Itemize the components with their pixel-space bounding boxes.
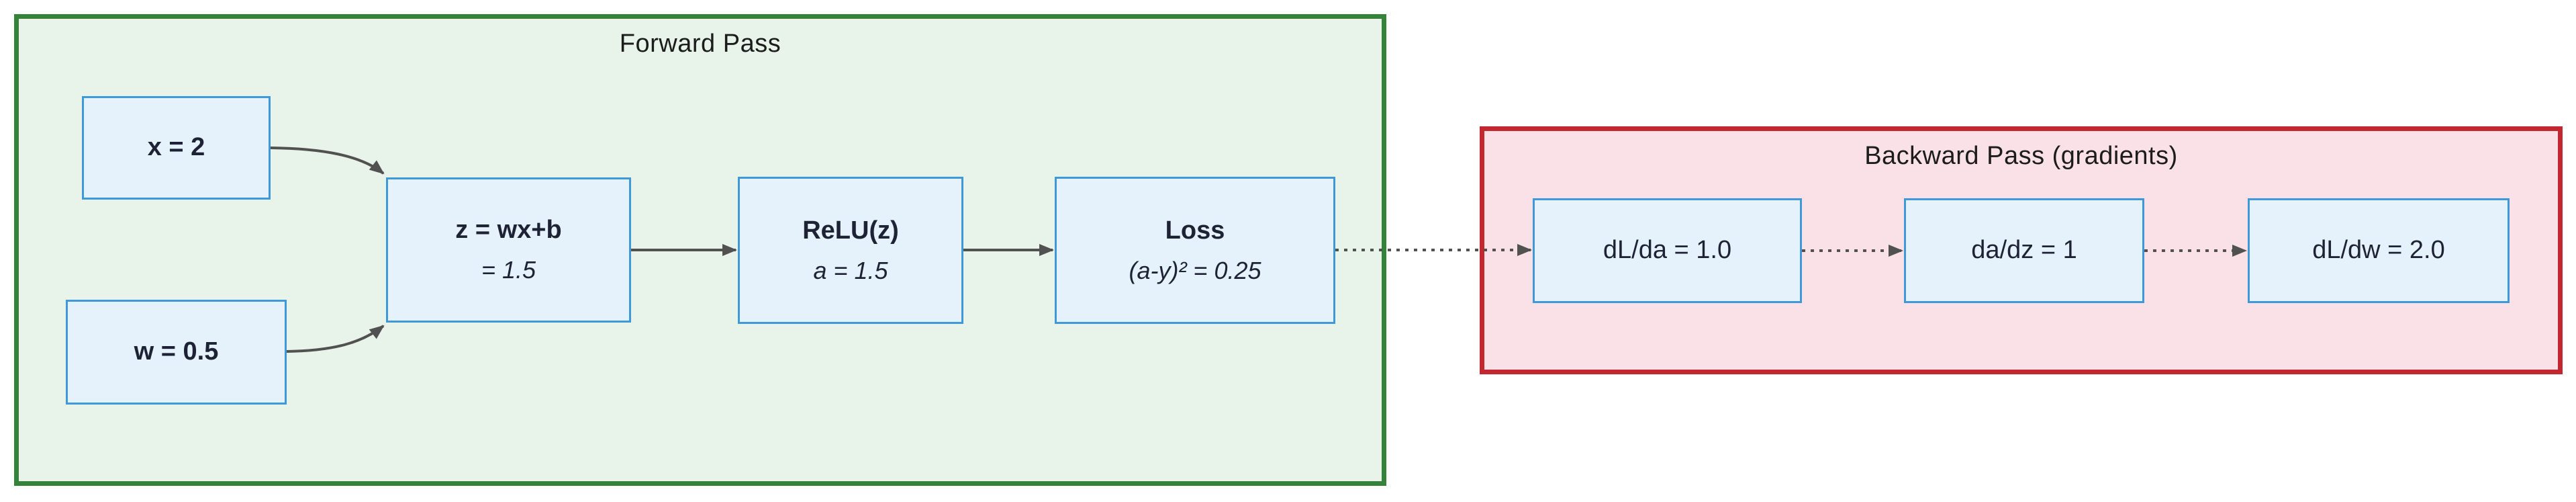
node-relu-activation: ReLU(z) a = 1.5 xyxy=(738,177,963,324)
node-x-label: x = 2 xyxy=(147,133,205,162)
node-dldw-label: dL/dw = 2.0 xyxy=(2312,236,2445,265)
node-loss-label: Loss xyxy=(1165,216,1225,245)
backward-pass-title: Backward Pass (gradients) xyxy=(1864,142,2178,170)
node-dlda-gradient: dL/da = 1.0 xyxy=(1533,198,1802,303)
forward-pass-title: Forward Pass xyxy=(619,30,781,58)
node-z-value: = 1.5 xyxy=(481,256,536,284)
node-dadz-gradient: da/dz = 1 xyxy=(1904,198,2144,303)
node-loss-value: (a-y)² = 0.25 xyxy=(1129,256,1261,284)
node-w-label: w = 0.5 xyxy=(134,337,219,366)
node-relu-label: ReLU(z) xyxy=(802,216,899,245)
node-dldw-gradient: dL/dw = 2.0 xyxy=(2248,198,2510,303)
node-z-linear: z = wx+b = 1.5 xyxy=(386,177,631,323)
node-loss: Loss (a-y)² = 0.25 xyxy=(1055,177,1335,324)
node-w-weight: w = 0.5 xyxy=(66,300,287,405)
node-dadz-label: da/dz = 1 xyxy=(1971,236,2077,265)
node-z-label: z = wx+b xyxy=(455,216,562,245)
node-relu-value: a = 1.5 xyxy=(813,256,888,284)
node-dlda-label: dL/da = 1.0 xyxy=(1603,236,1732,265)
node-x-input: x = 2 xyxy=(82,96,271,200)
